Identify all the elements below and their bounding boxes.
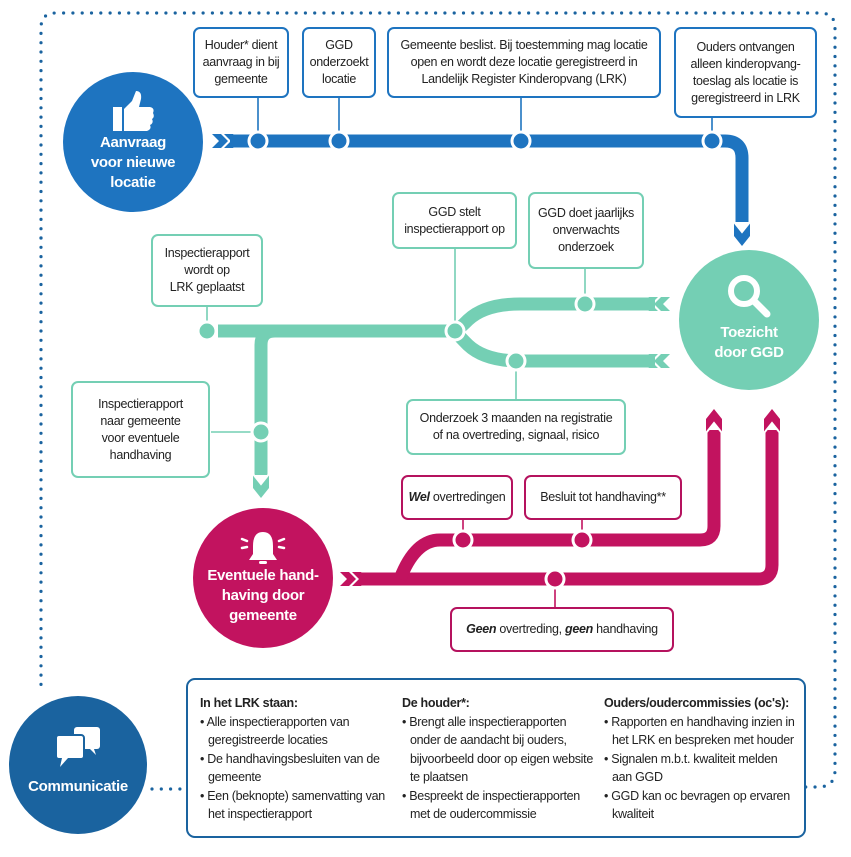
info-item: Bespreekt de inspectierapporten met de o… (402, 787, 594, 824)
step-text-rest: handhaving (592, 622, 658, 636)
step-dot (250, 421, 272, 443)
step-dot (247, 130, 269, 152)
step-onderzoek-3-maanden: Onderzoek 3 maanden na registratie of na… (406, 399, 626, 455)
step-ggd-stelt-rapport: GGD stelt inspectierapport op (392, 192, 517, 249)
step-dot (510, 130, 532, 152)
step-rapport-lrk: Inspectierapport wordt op LRK geplaatst (151, 234, 263, 307)
pink-track (340, 409, 781, 608)
communication-info-box: In het LRK staan: Alle inspectierapporte… (186, 678, 806, 838)
chevron-left-icon (654, 297, 670, 311)
info-column-title: Ouders/oudercommissies (oc's): (604, 696, 790, 710)
step-houder-aanvraag: Houder* dient aanvraag in bij gemeente (193, 27, 289, 98)
node-handhaving: Eventuele hand- having door gemeente (193, 508, 333, 648)
step-dot (701, 130, 723, 152)
step-text: Onderzoek 3 maanden na registratie of na… (419, 411, 613, 442)
info-column-title: In het LRK staan: (200, 696, 298, 710)
info-list: Brengt alle inspectierapporten onder de … (402, 713, 594, 824)
chevron-left-icon (654, 354, 670, 368)
step-ouders-toeslag: Ouders ontvangen alleen kinderopvang- to… (674, 27, 817, 118)
node-aanvraag-label: Aanvraag voor nieuwe locatie (90, 134, 176, 191)
step-text-rest: overtredingen (429, 490, 506, 504)
step-rapport-gemeente: Inspectierapport naar gemeente voor even… (71, 381, 210, 478)
chevron-right-icon (340, 572, 356, 586)
step-dot (452, 529, 474, 551)
step-besluit-handhaving: Besluit tot handhaving** (524, 475, 682, 520)
node-communicatie: Communicatie (9, 696, 147, 834)
step-text: Ouders ontvangen alleen kinderopvang- to… (690, 39, 801, 105)
chevron-left-icon (642, 297, 658, 311)
chevron-right-icon (212, 134, 228, 148)
info-column-lrk: In het LRK staan: Alle inspectierapporte… (200, 694, 392, 836)
step-text: Wel overtredingen (409, 489, 506, 506)
node-aanvraag: Aanvraag voor nieuwe locatie (63, 72, 203, 212)
step-wel-overtredingen: Wel overtredingen (401, 475, 513, 520)
node-handhaving-label: Eventuele hand- having door gemeente (207, 567, 319, 624)
step-dot (196, 320, 218, 342)
info-column-houder: De houder*: Brengt alle inspectierapport… (402, 694, 594, 836)
info-item: Alle inspectierapporten van geregistreer… (200, 713, 392, 750)
info-item: Signalen m.b.t. kwaliteit melden aan GGD (604, 750, 796, 787)
step-dot (505, 350, 527, 372)
blue-track (212, 97, 751, 246)
step-text: GGD doet jaarlijks onverwachts onderzoek (537, 206, 635, 254)
info-item: Rapporten en handhaving inzien in het LR… (604, 713, 796, 750)
step-dot (444, 320, 466, 342)
step-text: GGD stelt inspectierapport op (404, 204, 505, 236)
step-geen-overtreding: Geen overtreding, geen handhaving (450, 607, 674, 652)
chevron-right-icon (352, 572, 368, 586)
info-list: Alle inspectierapporten van geregistreer… (200, 713, 392, 824)
info-item: De handhavingsbesluiten van de gemeente (200, 750, 392, 787)
step-text: Houder* dient aanvraag in bij gemeente (202, 38, 280, 86)
step-dot (544, 568, 566, 590)
info-list: Rapporten en handhaving inzien in het LR… (604, 713, 796, 824)
emphasis: geen (565, 622, 593, 636)
node-toezicht: Toezicht door GGD (679, 250, 819, 390)
node-toezicht-label: Toezicht door GGD (714, 324, 784, 361)
chevron-right-icon (224, 134, 240, 148)
step-text: Gemeente beslist. Bij toestemming mag lo… (400, 38, 648, 86)
step-gemeente-beslist: Gemeente beslist. Bij toestemming mag lo… (387, 27, 661, 98)
info-column-ouders: Ouders/oudercommissies (oc's): Rapporten… (604, 694, 796, 836)
step-text: Geen overtreding, geen handhaving (466, 621, 658, 638)
step-text: Besluit tot handhaving** (540, 490, 666, 504)
emphasis: Wel (408, 490, 430, 504)
green-track (196, 248, 670, 498)
info-item: GGD kan oc bevragen op ervaren kwaliteit (604, 787, 796, 824)
node-communicatie-label: Communicatie (28, 778, 128, 795)
bell-icon (240, 532, 286, 564)
step-text: Inspectierapport naar gemeente voor even… (98, 396, 183, 462)
step-text-rest: overtreding, (496, 622, 565, 636)
info-item: Een (beknopte) samenvatting van het insp… (200, 787, 392, 824)
magnifier-icon (728, 275, 771, 318)
info-item: Brengt alle inspectierapporten onder de … (402, 713, 594, 787)
step-dot (571, 529, 593, 551)
emphasis: Geen (466, 622, 497, 636)
step-text: GGD onderzoekt locatie (309, 38, 369, 86)
step-ggd-onderzoekt: GGD onderzoekt locatie (302, 27, 376, 98)
info-column-title: De houder*: (402, 696, 470, 710)
chevron-left-icon (642, 354, 658, 368)
step-ggd-jaarlijks: GGD doet jaarlijks onverwachts onderzoek (528, 192, 644, 269)
step-text: Inspectierapport wordt op LRK geplaatst (164, 246, 250, 294)
thumbs-up-icon (113, 91, 154, 131)
step-dot (574, 293, 596, 315)
chat-bubbles-icon (55, 727, 100, 767)
step-dot (328, 130, 350, 152)
